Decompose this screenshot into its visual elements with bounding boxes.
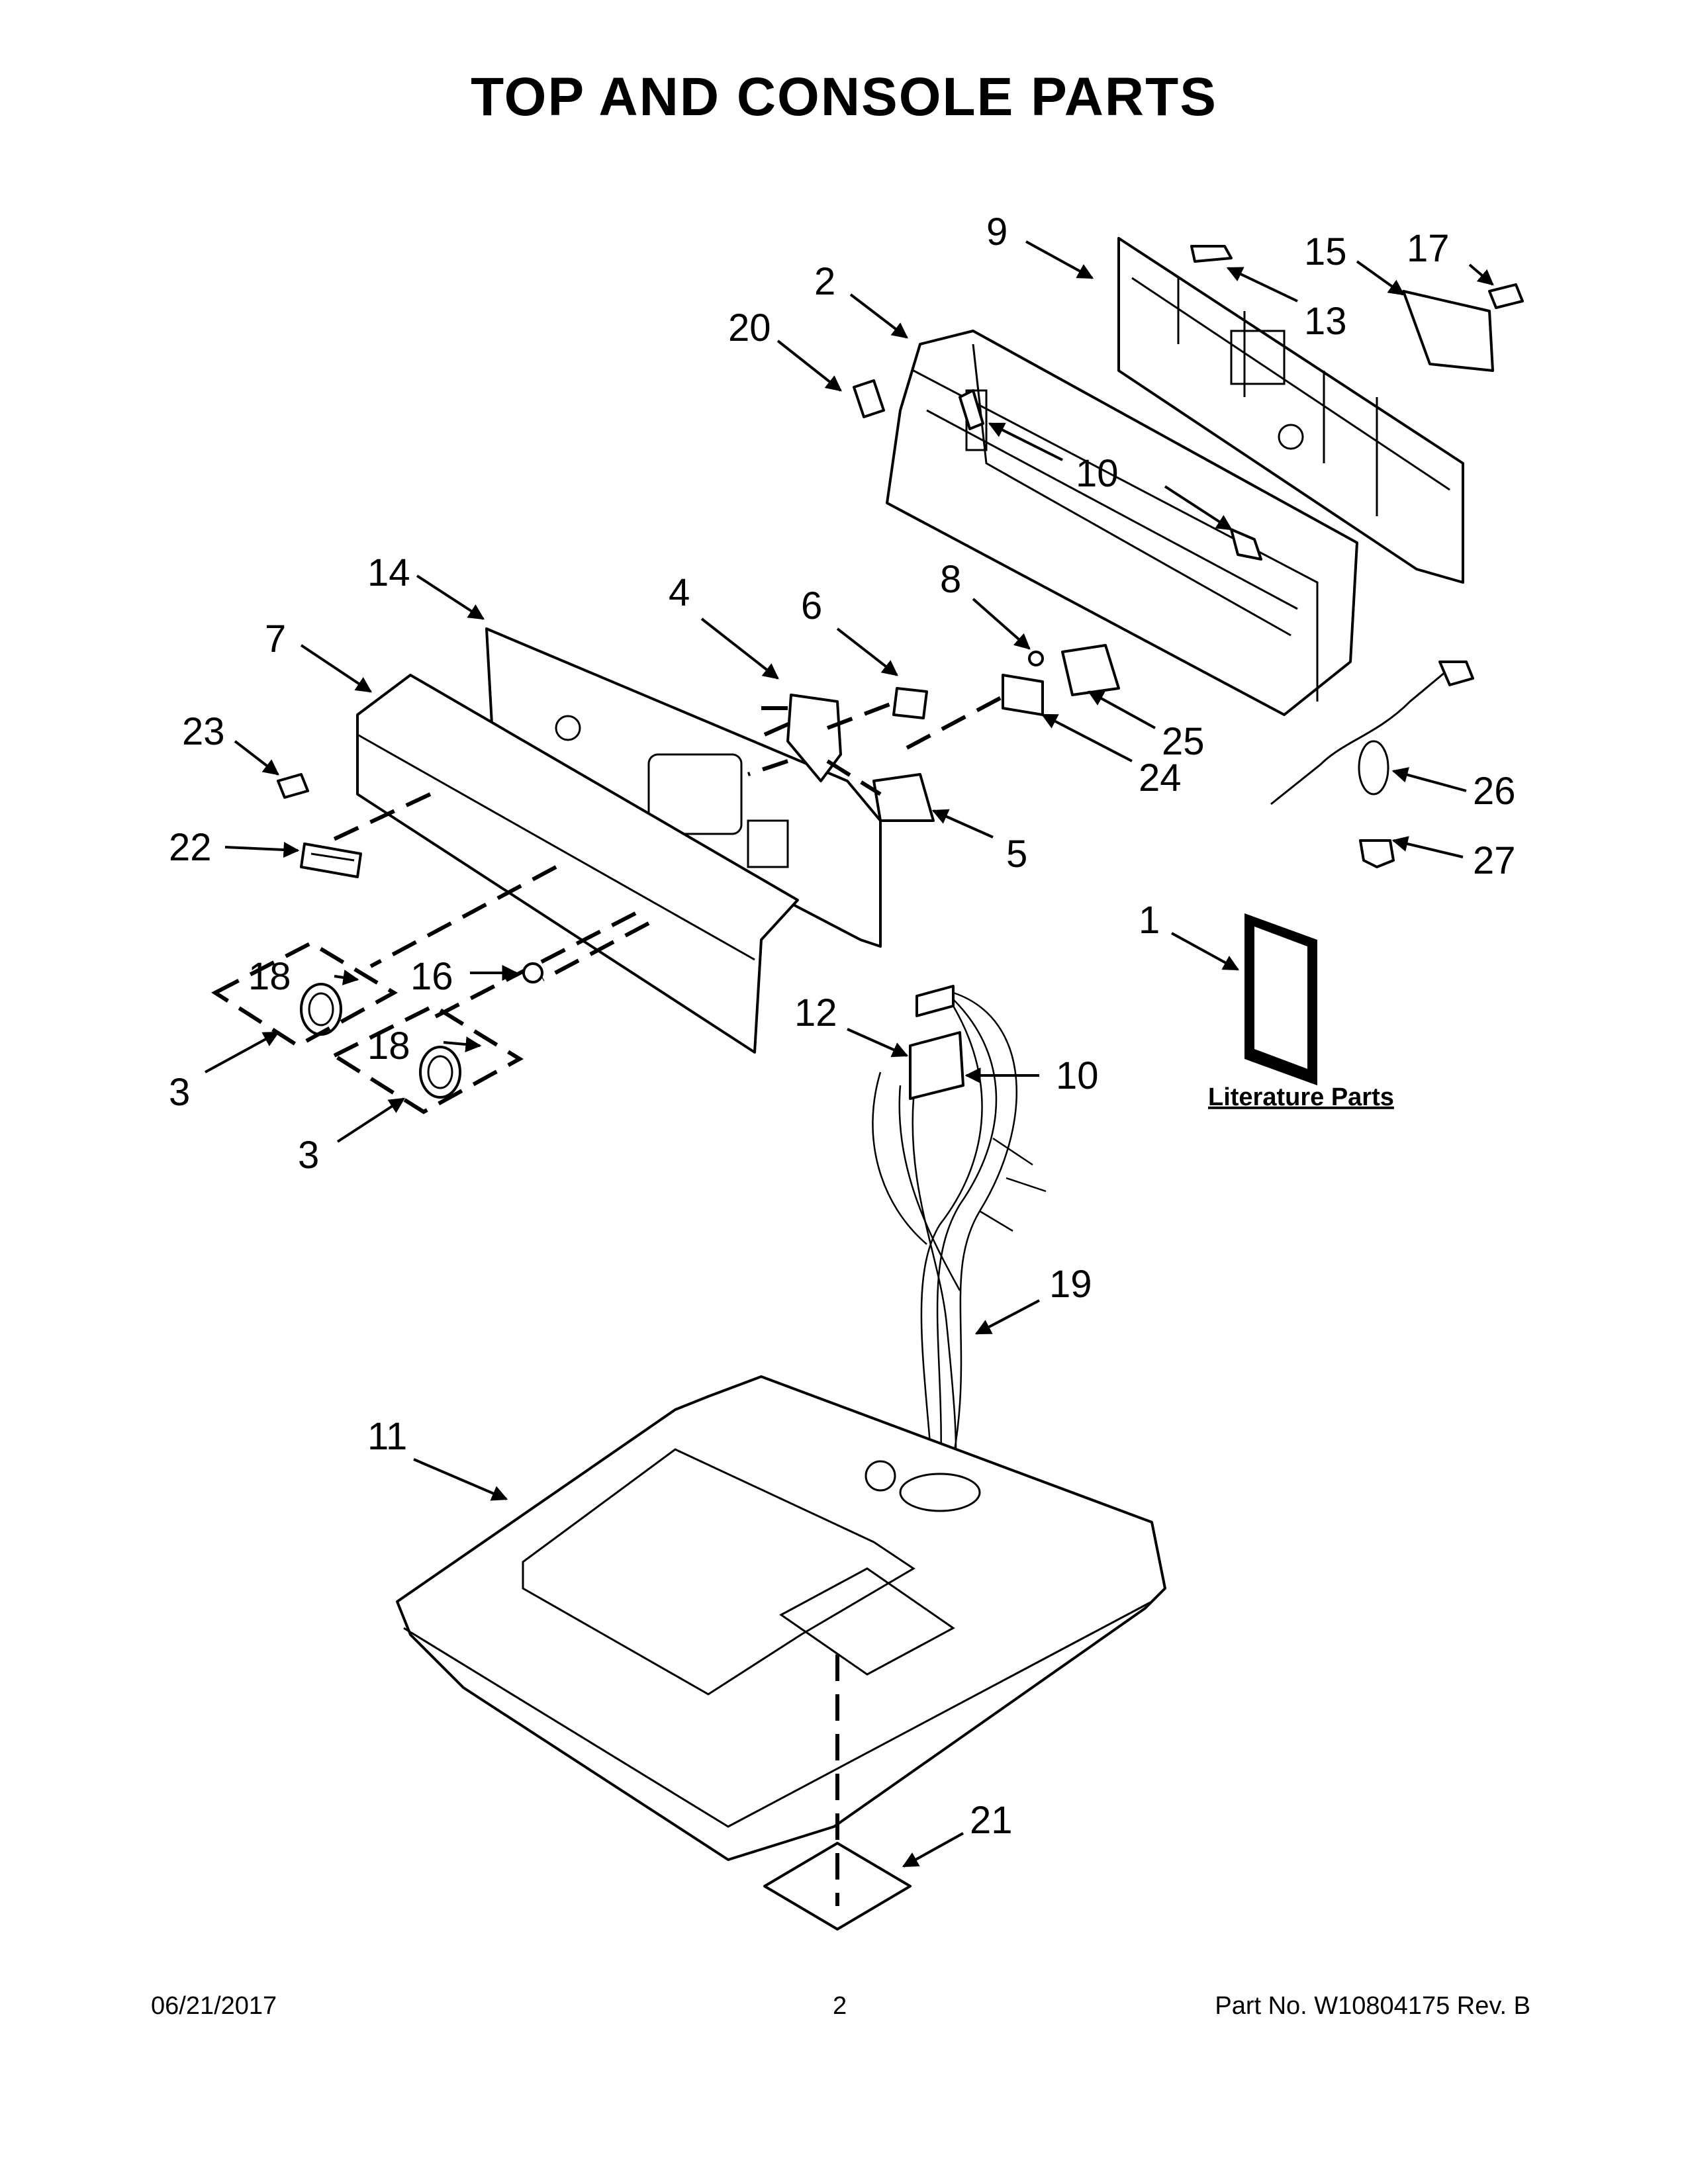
console-rear-bracket bbox=[1117, 237, 1464, 584]
callout-12: 12 bbox=[794, 991, 837, 1034]
screw-part-23 bbox=[277, 773, 309, 799]
screw-part-17 bbox=[1488, 283, 1524, 309]
callout-1: 1 bbox=[1139, 899, 1160, 942]
callout-3-a: 3 bbox=[169, 1071, 190, 1114]
pad-part-21 bbox=[763, 1842, 912, 1931]
callout-18-b: 18 bbox=[367, 1024, 410, 1068]
callout-21: 21 bbox=[970, 1799, 1013, 1842]
callout-9: 9 bbox=[986, 210, 1008, 253]
literature-part-1 bbox=[1244, 913, 1317, 1085]
callout-19: 19 bbox=[1049, 1263, 1092, 1306]
callout-10-upper: 10 bbox=[1076, 452, 1119, 495]
callout-20: 20 bbox=[728, 306, 771, 349]
knob-box-part-3-a bbox=[211, 940, 399, 1048]
switch-part-5 bbox=[872, 773, 935, 822]
knob-part-18-a bbox=[300, 983, 342, 1036]
callout-15: 15 bbox=[1304, 230, 1347, 273]
clip-part-20 bbox=[853, 379, 885, 418]
badge-part-22 bbox=[300, 842, 362, 878]
callout-5: 5 bbox=[1006, 833, 1027, 876]
callout-3-b: 3 bbox=[298, 1134, 319, 1177]
callout-6: 6 bbox=[801, 584, 822, 627]
callout-7: 7 bbox=[265, 617, 286, 660]
bracket-part-24 bbox=[1002, 674, 1044, 716]
callout-numbers: 9 2 20 13 15 17 10 14 7 4 6 8 25 24 5 23… bbox=[169, 210, 1516, 1842]
knob-box-part-3-b bbox=[330, 1003, 524, 1115]
callout-8: 8 bbox=[940, 558, 961, 601]
callout-2: 2 bbox=[814, 260, 835, 303]
callout-18-a: 18 bbox=[248, 955, 291, 998]
callout-leaders bbox=[205, 240, 1494, 1868]
page-title: TOP AND CONSOLE PARTS bbox=[471, 67, 1217, 127]
callout-11: 11 bbox=[367, 1415, 407, 1458]
assembly-lines bbox=[330, 693, 1008, 1021]
bracket-part-15 bbox=[1402, 290, 1494, 372]
timer-part-4 bbox=[786, 694, 842, 782]
footer-page-number: 2 bbox=[833, 1992, 847, 2020]
callout-17: 17 bbox=[1407, 227, 1450, 270]
callout-16: 16 bbox=[410, 955, 453, 998]
literature-parts-label: Literature Parts bbox=[1208, 1083, 1394, 1111]
callout-24: 24 bbox=[1139, 756, 1182, 799]
callout-14: 14 bbox=[367, 551, 410, 594]
screw-part-8 bbox=[1028, 651, 1044, 666]
switch-part-25 bbox=[1061, 644, 1120, 696]
screw-part-13 bbox=[1190, 245, 1233, 263]
callout-10-lower: 10 bbox=[1056, 1054, 1099, 1097]
callout-13: 13 bbox=[1304, 300, 1347, 343]
callout-26: 26 bbox=[1473, 770, 1516, 813]
bushing-part-16 bbox=[522, 962, 543, 983]
footer-part-number: Part No. W10804175 Rev. B bbox=[1215, 1992, 1530, 2020]
wire-harness-part-19 bbox=[872, 985, 1047, 1490]
callout-27: 27 bbox=[1473, 839, 1516, 882]
washer-top-part-11 bbox=[396, 1375, 1166, 1861]
power-cord-part-26 bbox=[1270, 660, 1474, 805]
switch-part-6 bbox=[892, 687, 928, 719]
screw-part-10 bbox=[959, 389, 1262, 561]
knob-part-18-b bbox=[419, 1046, 461, 1099]
clip-part-27 bbox=[1359, 839, 1395, 868]
footer-date: 06/21/2017 bbox=[151, 1992, 277, 2020]
callout-22: 22 bbox=[169, 826, 212, 869]
callout-25: 25 bbox=[1162, 720, 1205, 763]
fascia-panel bbox=[356, 674, 799, 1054]
callout-23: 23 bbox=[182, 710, 225, 753]
callout-4: 4 bbox=[669, 571, 690, 614]
